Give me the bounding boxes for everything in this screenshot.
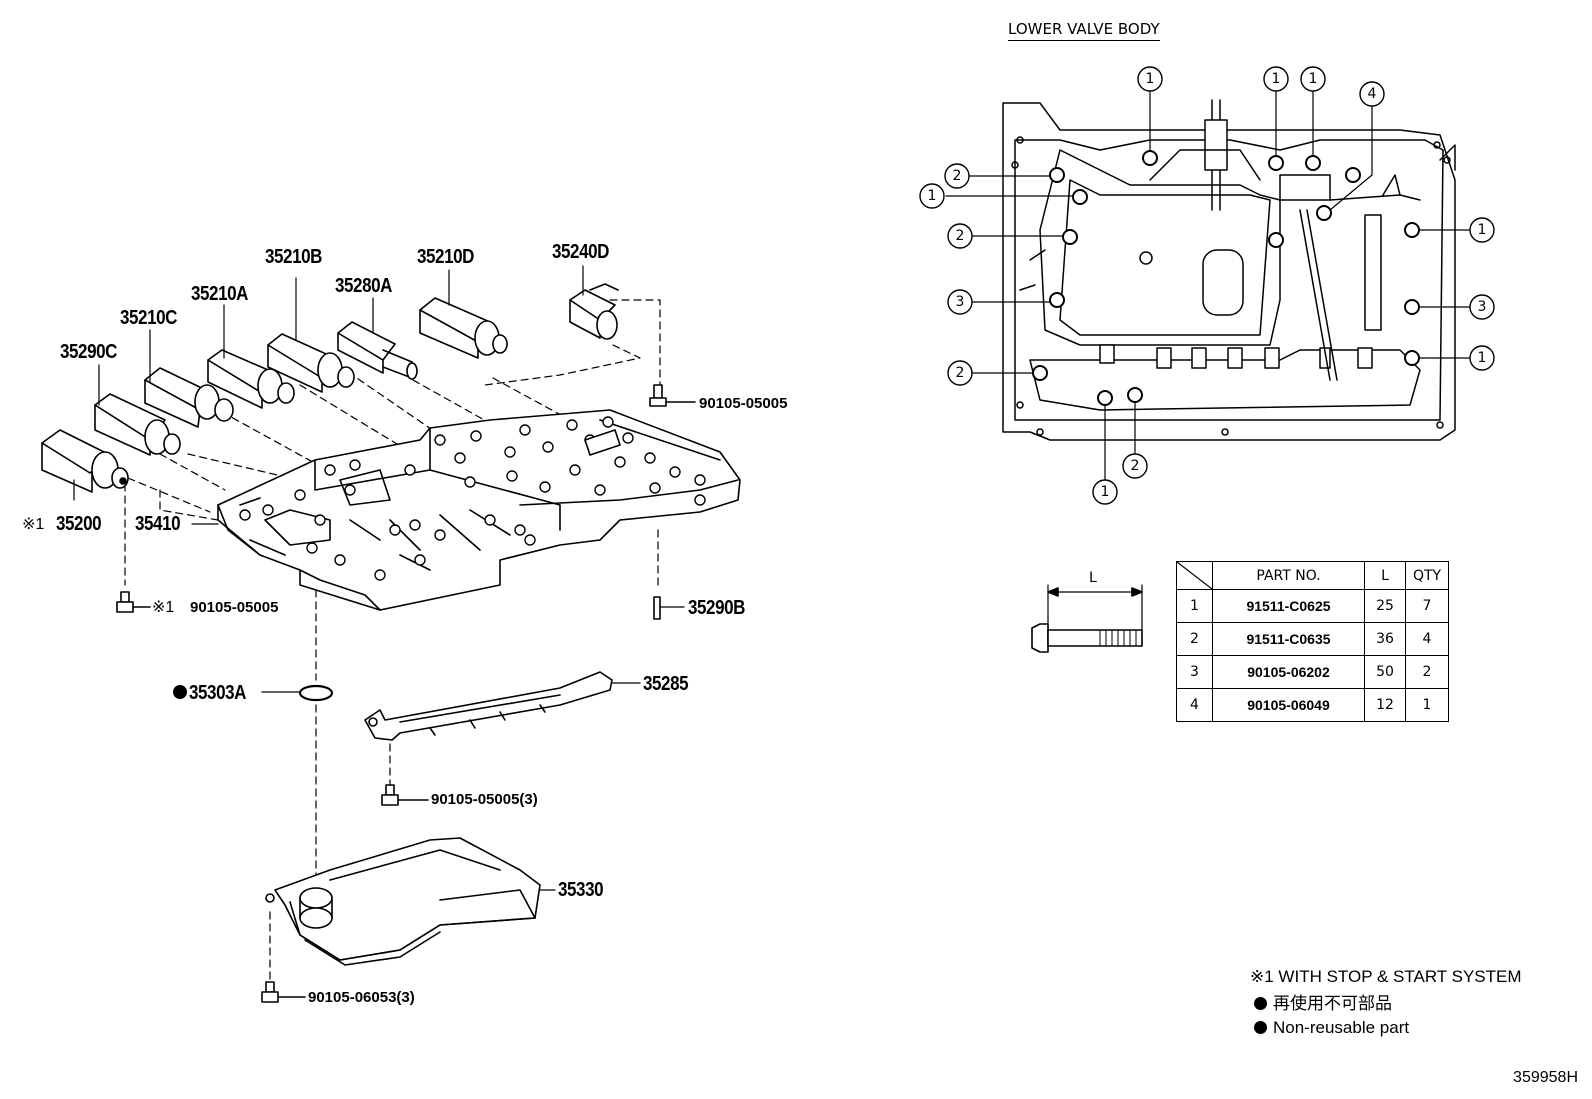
table-row: 1 91511-C0625 25 7 xyxy=(1176,589,1449,623)
diagram-code: 359958H xyxy=(1513,1069,1578,1086)
solenoid-35200 xyxy=(41,429,129,493)
callout-label: 1 xyxy=(1146,71,1155,87)
table-header-row: PART NO. L QTY xyxy=(1176,561,1449,590)
bracket-35285 xyxy=(364,671,613,741)
table-row: 4 90105-06049 12 1 xyxy=(1176,688,1449,722)
bullet-dot-icon xyxy=(1254,1021,1267,1034)
row-number: 3 xyxy=(1176,655,1213,689)
solenoid-35290C xyxy=(94,393,181,456)
row-length: 12 xyxy=(1364,688,1406,722)
note-stop-start: ※1 WITH STOP & START SYSTEM xyxy=(1250,967,1522,986)
row-part-number[interactable]: 91511-C0625 xyxy=(1212,589,1365,623)
stop-start-mark: ※1 xyxy=(22,516,45,533)
note-jp-line: 再使用不可部品 xyxy=(1254,995,1392,1012)
header-part-no: PART NO. xyxy=(1212,561,1365,590)
row-number: 2 xyxy=(1176,622,1213,656)
strainer-35330 xyxy=(265,837,541,966)
callout-numbers: 1 1 1 4 2 1 2 3 2 1 2 1 3 1 xyxy=(928,71,1487,500)
label-35330[interactable]: 35330 xyxy=(558,879,604,901)
label-35210A[interactable]: 35210A xyxy=(191,283,249,305)
callout-label: 2 xyxy=(953,168,962,184)
leader-lines xyxy=(73,265,584,525)
solenoid-35210D xyxy=(419,297,508,359)
label-35285[interactable]: 35285 xyxy=(643,673,689,695)
label-35210D[interactable]: 35210D xyxy=(417,246,475,268)
row-part-number[interactable]: 91511-C0635 xyxy=(1212,622,1365,656)
table-row: 3 90105-06202 50 2 xyxy=(1176,655,1449,689)
callout-label: 2 xyxy=(1131,458,1140,474)
label-35200[interactable]: 35200 xyxy=(56,513,102,535)
solenoid-35210B xyxy=(267,333,355,393)
valve-body-35410 xyxy=(217,409,741,611)
lower-valve-body-title: LOWER VALVE BODY xyxy=(1008,20,1160,41)
callout-label: 1 xyxy=(1478,350,1487,366)
label-35210B[interactable]: 35210B xyxy=(265,246,323,268)
alignment-lines xyxy=(124,299,661,983)
label-35210C[interactable]: 35210C xyxy=(120,307,178,329)
row-qty: 4 xyxy=(1405,622,1449,656)
label-35303A[interactable]: 35303A xyxy=(189,682,247,704)
row-qty: 7 xyxy=(1405,589,1449,623)
label-bolt-mid[interactable]: 90105-05005(3) xyxy=(431,791,538,808)
row-length: 50 xyxy=(1364,655,1406,689)
callout-label: 4 xyxy=(1368,86,1377,102)
row-number: 1 xyxy=(1176,589,1213,623)
solenoid-35210C xyxy=(144,367,234,428)
callout-circles xyxy=(919,66,1495,505)
callout-label: 1 xyxy=(1101,484,1110,500)
row-number: 4 xyxy=(1176,688,1213,722)
label-35290C[interactable]: 35290C xyxy=(60,341,118,363)
callout-label: 1 xyxy=(928,188,937,204)
bolt-icons xyxy=(116,384,696,1003)
solenoid-35210A xyxy=(207,349,295,409)
callout-label: 3 xyxy=(956,294,965,310)
note-jp: 再使用不可部品 xyxy=(1273,994,1392,1013)
header-length: L xyxy=(1364,561,1406,590)
callout-label: 2 xyxy=(956,365,965,381)
row-qty: 1 xyxy=(1405,688,1449,722)
table-corner-cell xyxy=(1176,561,1213,590)
label-35410[interactable]: 35410 xyxy=(135,513,181,535)
callout-label: 1 xyxy=(1478,222,1487,238)
callout-label: 2 xyxy=(956,228,965,244)
row-qty: 2 xyxy=(1405,655,1449,689)
bolt-spec-table: PART NO. L QTY 1 91511-C0625 25 7 2 9151… xyxy=(1176,561,1449,722)
table-row: 2 91511-C0635 36 4 xyxy=(1176,622,1449,656)
header-qty: QTY xyxy=(1405,561,1449,590)
length-label: L xyxy=(1089,570,1097,586)
stop-start-mark: ※1 xyxy=(152,599,175,616)
bolt-length-diagram xyxy=(1031,584,1143,653)
label-bolt-bottom[interactable]: 90105-06053(3) xyxy=(308,989,415,1006)
label-35240D[interactable]: 35240D xyxy=(552,241,610,263)
note-non-reusable-line: Non-reusable part xyxy=(1254,1019,1409,1036)
callout-label: 1 xyxy=(1309,71,1318,87)
note-non-reusable: Non-reusable part xyxy=(1273,1018,1410,1037)
row-part-number[interactable]: 90105-06202 xyxy=(1212,655,1365,689)
row-length: 25 xyxy=(1364,589,1406,623)
bullet-dot-icon xyxy=(1254,997,1267,1010)
label-35280A[interactable]: 35280A xyxy=(335,275,393,297)
callout-label: 1 xyxy=(1272,71,1281,87)
label-bolt-top[interactable]: 90105-05005 xyxy=(699,395,788,412)
label-bolt-left[interactable]: 90105-05005 xyxy=(190,599,279,616)
solenoid-35280A xyxy=(337,321,418,380)
non-reusable-dot xyxy=(173,685,187,699)
row-length: 36 xyxy=(1364,622,1406,656)
row-part-number[interactable]: 90105-06049 xyxy=(1212,688,1365,722)
pin-35290B xyxy=(653,596,661,620)
solenoid-35240D xyxy=(569,283,619,340)
label-35290B[interactable]: 35290B xyxy=(688,597,746,619)
o-ring-35303A xyxy=(298,684,334,702)
lower-valve-body-view xyxy=(945,90,1470,481)
callout-label: 3 xyxy=(1478,299,1487,315)
diagonal-icon xyxy=(1177,562,1212,589)
